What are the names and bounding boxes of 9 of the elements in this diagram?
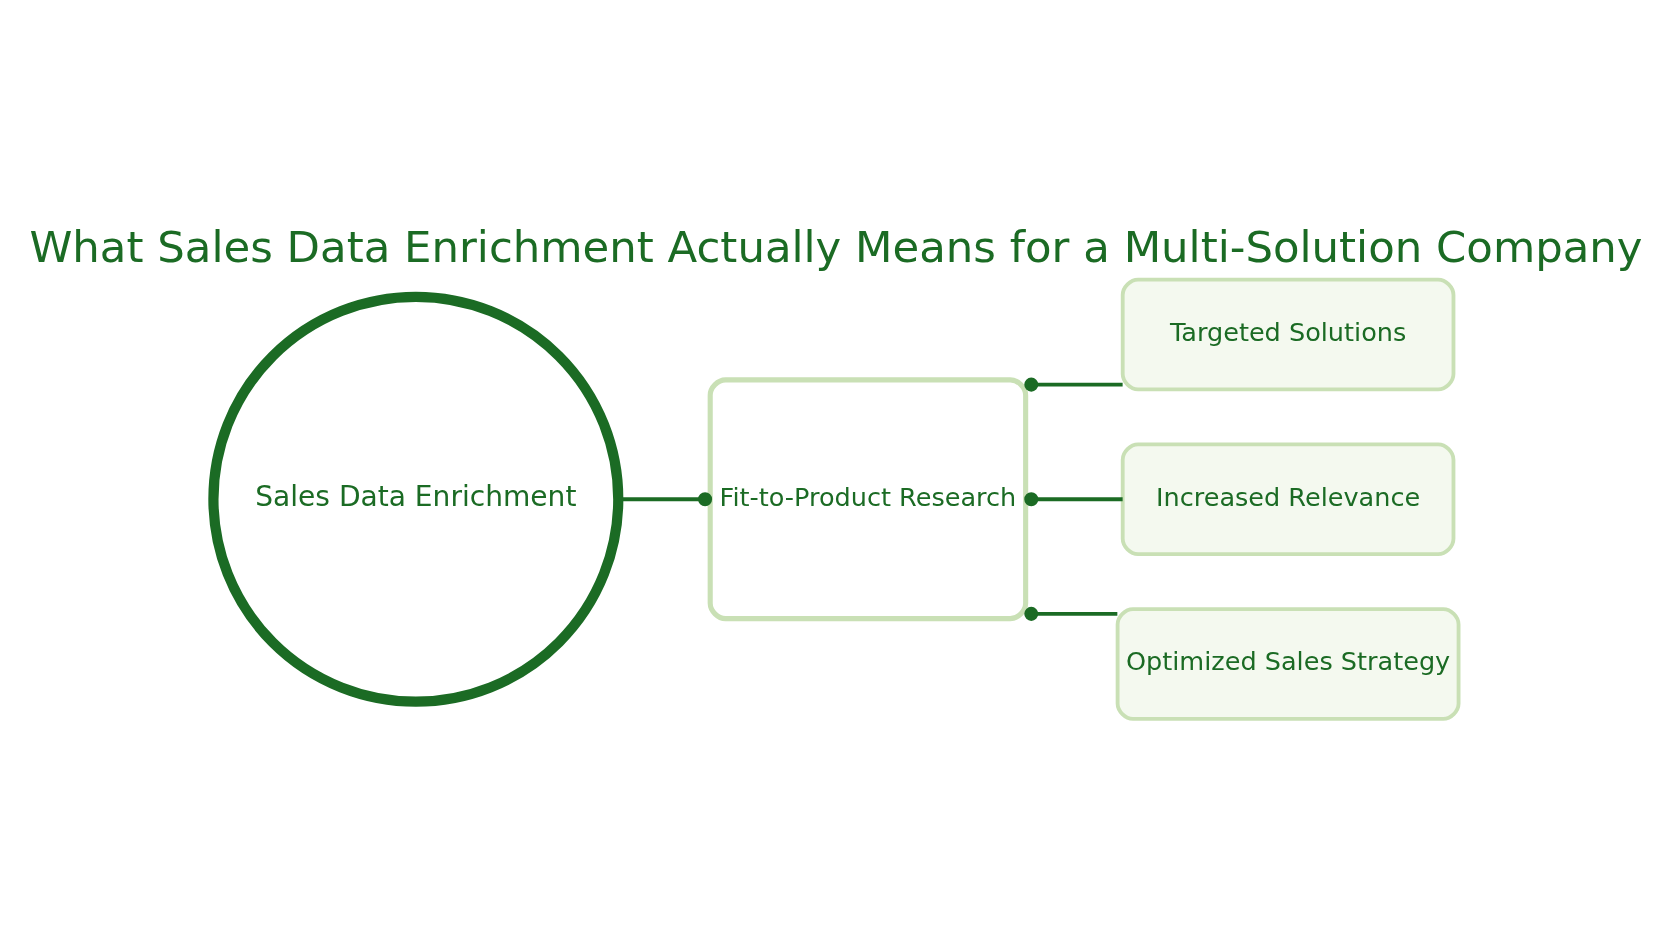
connector <box>1024 606 1118 621</box>
node-box: Fit-to-Product Research <box>707 377 1029 622</box>
connector <box>1024 377 1123 392</box>
node-box: Increased Relevance <box>1120 442 1456 557</box>
diagram-title: What Sales Data Enrichment Actually Means for a Multi-Solution Company <box>29 221 1643 272</box>
node-circle: Sales Data Enrichment <box>208 291 624 707</box>
connector <box>1024 492 1123 507</box>
node-box: Targeted Solutions <box>1120 277 1456 392</box>
node-box: Optimized Sales Strategy <box>1115 607 1461 721</box>
